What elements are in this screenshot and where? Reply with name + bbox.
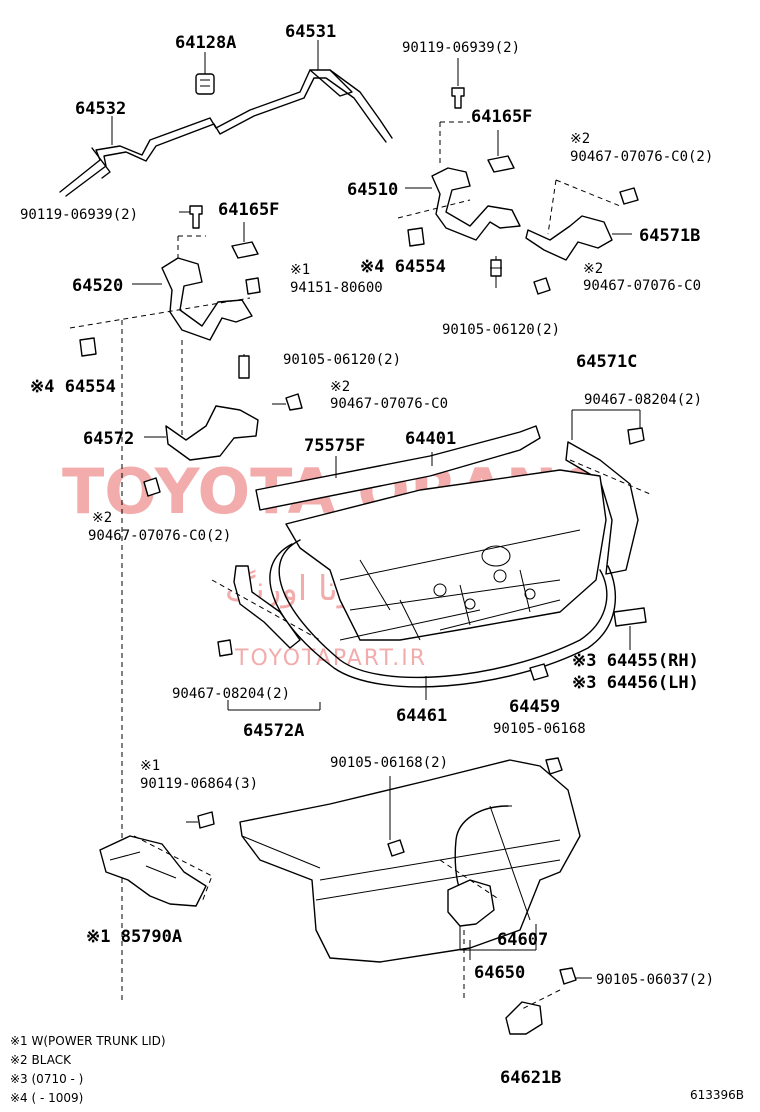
label-90105-06120-left: 90105-06120(2) (283, 352, 401, 368)
trim-64571C (565, 441, 639, 575)
note-2-d: ※2 (92, 510, 112, 526)
hinge-64510 (431, 167, 521, 241)
label-64531: 64531 (285, 22, 336, 42)
label-64532: 64532 (75, 99, 126, 119)
trunk-lid-outer (239, 759, 581, 963)
trim-64572A (233, 565, 301, 649)
striker-64621B (505, 1001, 543, 1035)
label-64461: 64461 (396, 706, 447, 726)
footnotes: ※1 W(POWER TRUNK LID) ※2 BLACK ※3 (0710 … (10, 1034, 744, 1105)
screw-07076-lower (533, 277, 551, 295)
label-64554-left: ※4 64554 (30, 377, 116, 397)
label-64571C: 64571C (576, 352, 637, 372)
screw-07076-mid (285, 393, 303, 411)
label-64607: 64607 (497, 930, 548, 950)
note-1-b: ※1 (140, 758, 160, 774)
clip-64554-left (79, 337, 97, 357)
label-90105-06168-right: 90105-06168 (493, 721, 586, 737)
label-64650: 64650 (474, 963, 525, 983)
label-64401: 64401 (405, 429, 456, 449)
label-64572A: 64572A (243, 721, 304, 741)
clip-64554-right (407, 227, 425, 247)
diagram-code: 613396B (690, 1088, 744, 1102)
bolt-left (189, 205, 203, 229)
footnote-4: ※4 ( - 1009) (10, 1091, 83, 1105)
screw-07076-upper (619, 187, 639, 205)
label-64165F-right: 64165F (471, 107, 532, 127)
label-90119-06864: 90119-06864(3) (140, 776, 258, 792)
footnote-1: ※1 W(POWER TRUNK LID) (10, 1034, 166, 1048)
part-labels: 64128A 64531 64532 90119-06939(2) 64165F… (20, 22, 714, 1088)
seal-75575F (255, 425, 541, 511)
clip-64128A (195, 73, 215, 95)
clip-64165F-right (487, 155, 515, 173)
label-90119-06939-left: 90119-06939(2) (20, 207, 138, 223)
label-90105-06120-right: 90105-06120(2) (442, 322, 560, 338)
bolt-90105-left (238, 355, 250, 379)
label-64554-right: ※4 64554 (360, 257, 446, 277)
cable-64607 (454, 805, 509, 891)
label-90467-07076-C0-2-a: 90467-07076-C0(2) (570, 149, 713, 165)
screw-07076-left (143, 477, 161, 497)
bolt-06864 (197, 811, 215, 829)
label-90467-07076-C0-2-b: 90467-07076-C0(2) (88, 528, 231, 544)
closer-85790A (99, 835, 207, 907)
bolt-06168-right (545, 757, 563, 775)
label-64572: 64572 (83, 429, 134, 449)
bolt-top (451, 87, 465, 109)
label-90467-08204-right: 90467-08204(2) (584, 392, 702, 408)
note-2-b: ※2 (583, 261, 603, 277)
label-85790A: ※1 85790A (86, 927, 182, 947)
label-90105-06168-left: 90105-06168(2) (330, 755, 448, 771)
plate-64459 (529, 663, 549, 681)
label-64459: 64459 (509, 697, 560, 717)
label-64510: 64510 (347, 180, 398, 200)
note-2-a: ※2 (570, 131, 590, 147)
label-64128A: 64128A (175, 33, 236, 53)
label-64520: 64520 (72, 276, 123, 296)
weatherstrip-64461 (278, 539, 608, 679)
screw-08204-left (217, 639, 233, 657)
watermark-site: TOYOTAPART.IR (234, 646, 427, 671)
note-1-a: ※1 (290, 262, 310, 278)
hinge-64520 (161, 257, 253, 341)
label-64165F-left: 64165F (218, 200, 279, 220)
lock-64650 (447, 879, 495, 927)
label-90467-07076-C0-b: 90467-07076-C0 (330, 396, 448, 412)
bracket-64571B (525, 215, 613, 261)
footnote-3: ※3 (0710 - ) (10, 1072, 83, 1086)
label-90467-07076-C0-a: 90467-07076-C0 (583, 278, 701, 294)
label-75575F: 75575F (304, 436, 365, 456)
clip-64165F-left (231, 241, 259, 259)
stopper-64455 (613, 607, 647, 627)
bolt-06168-left (387, 839, 405, 857)
label-64571B: 64571B (639, 226, 700, 246)
note-2-c: ※2 (330, 379, 350, 395)
label-64455: ※3 64455(RH) (572, 651, 699, 671)
label-90105-06037: 90105-06037(2) (596, 972, 714, 988)
part-drawing (59, 40, 651, 1035)
label-64621B: 64621B (500, 1068, 561, 1088)
rod-64532-b (65, 77, 387, 197)
screw-08204-right (627, 427, 645, 445)
label-64456: ※3 64456(LH) (572, 673, 699, 693)
footnote-2: ※2 BLACK (10, 1053, 72, 1067)
label-90119-06939-top: 90119-06939(2) (402, 40, 520, 56)
bracket-64572 (165, 405, 259, 461)
nut-94151 (245, 277, 261, 295)
bolt-06037 (559, 967, 577, 985)
label-90467-08204-left: 90467-08204(2) (172, 686, 290, 702)
label-94151-80600: 94151-80600 (290, 280, 383, 296)
